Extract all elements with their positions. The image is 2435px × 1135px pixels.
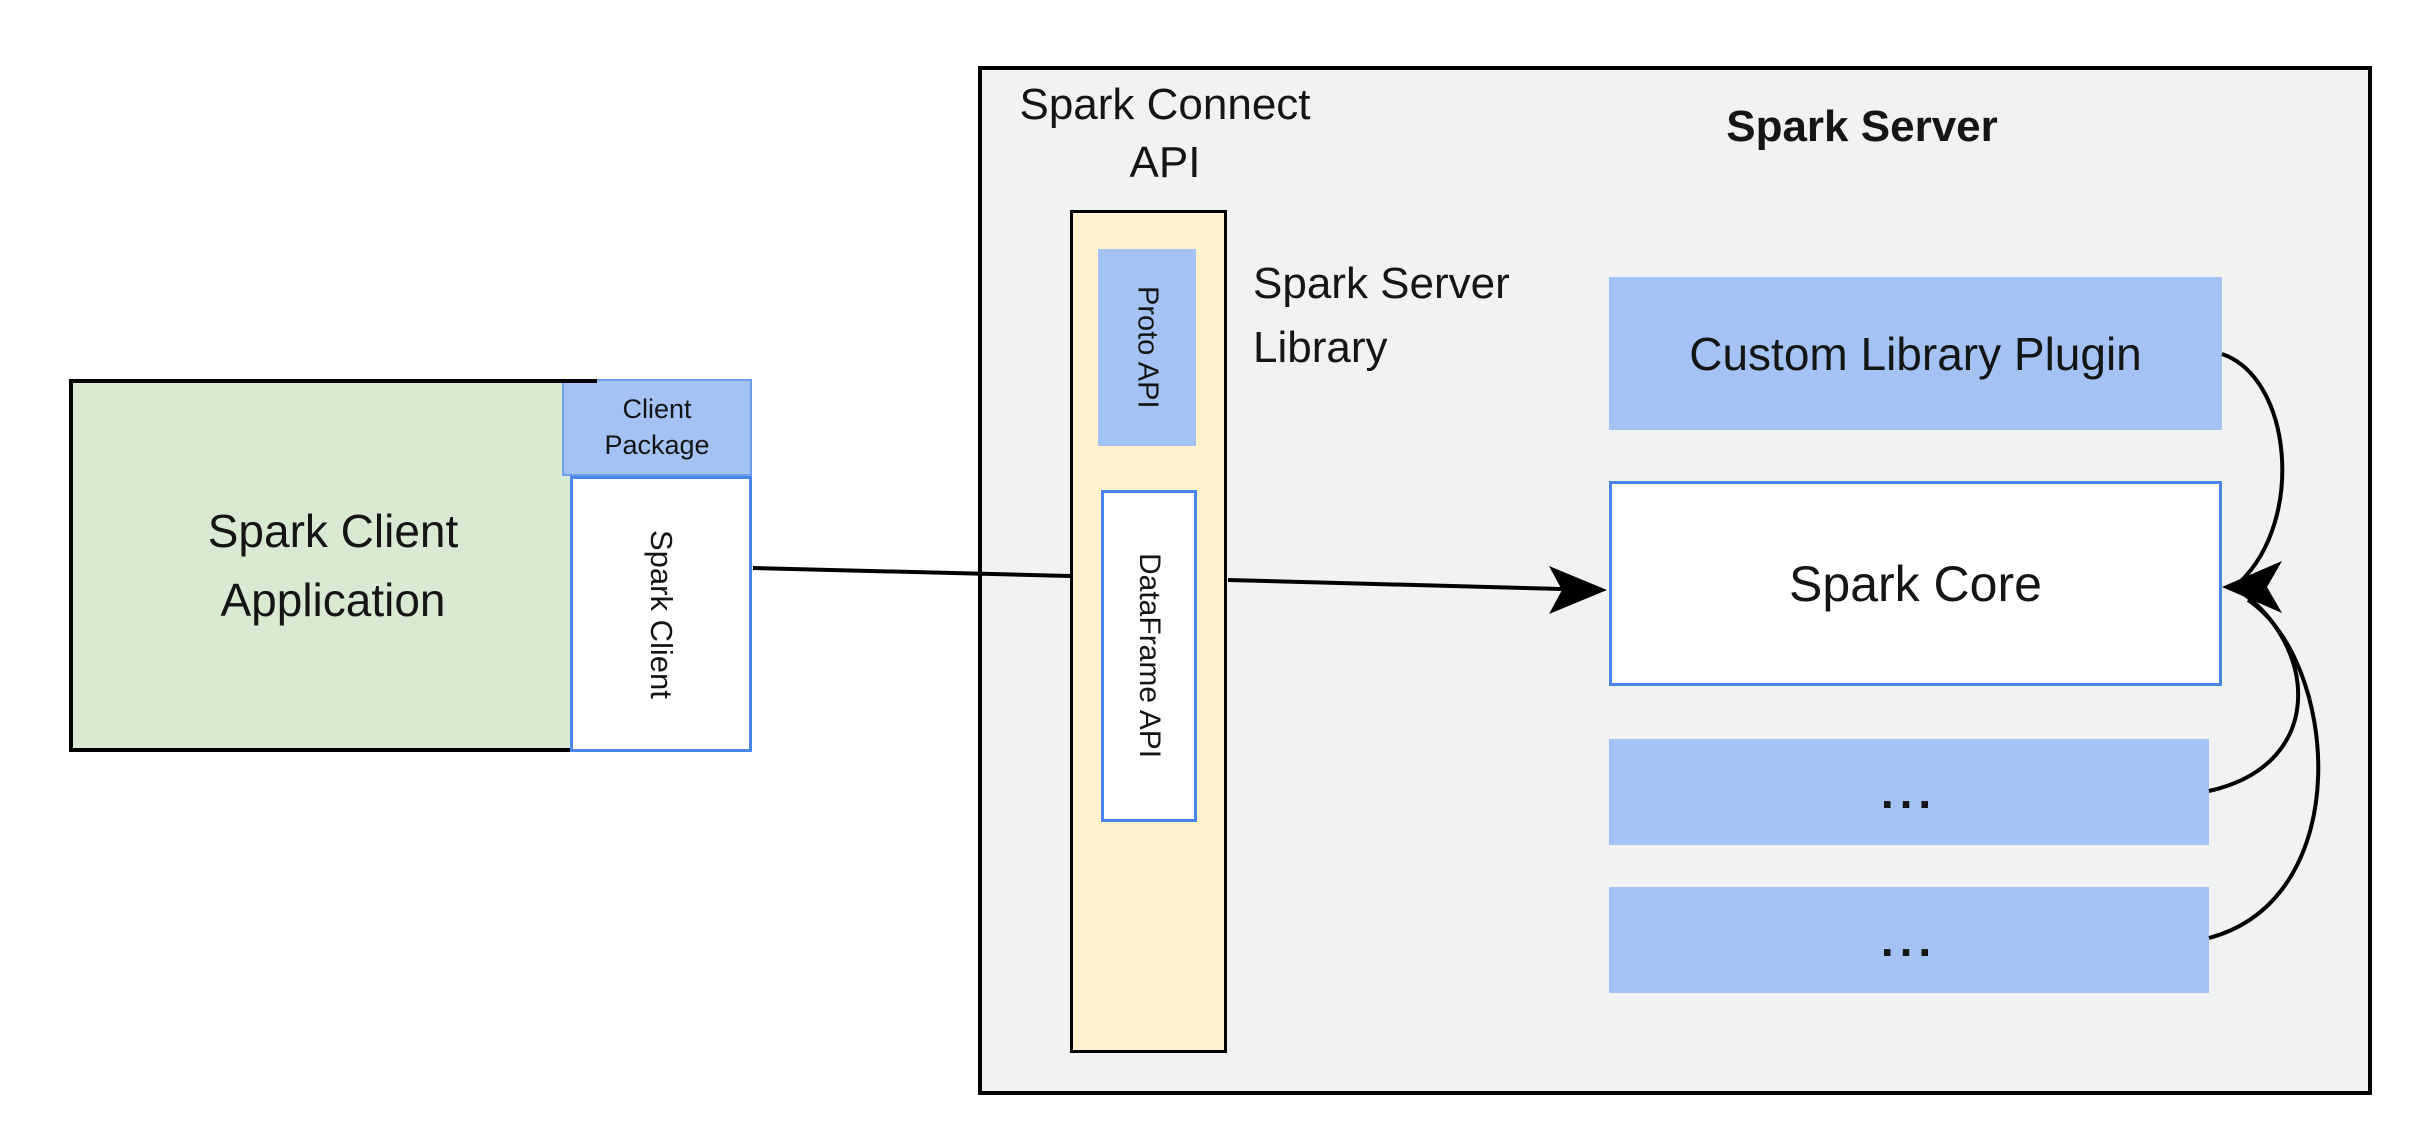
client-package-box: Client Package <box>562 379 752 476</box>
spark-client-label: Spark Client <box>644 529 679 699</box>
client-package-label: Client Package <box>604 392 709 464</box>
other-plugin-ellipsis-2: ... <box>1880 914 1938 966</box>
client-package-label-line2: Package <box>604 429 710 460</box>
custom-library-plugin-label: Custom Library Plugin <box>1689 327 2142 380</box>
spark-client-application-label: Spark Client Application <box>208 497 459 633</box>
spark-core-label: Spark Core <box>1789 555 2042 612</box>
spark-client-application-label-line1: Spark Client <box>207 505 459 558</box>
spark-core-box: Spark Core <box>1609 481 2222 686</box>
other-plugin-box-2: ... <box>1609 887 2209 993</box>
spark-connect-api-title-line2: API <box>1129 138 1201 188</box>
spark-server-library-label: Spark Server Library <box>1253 252 1593 380</box>
proto-api-box: Proto API <box>1098 249 1196 446</box>
spark-client-application-box: Spark Client Application <box>69 379 597 752</box>
other-plugin-ellipsis-1: ... <box>1880 766 1938 818</box>
dataframe-api-box: DataFrame API <box>1101 490 1197 822</box>
spark-connect-api-title-line1: Spark Connect <box>1019 80 1311 129</box>
spark-server-library-label-line2: Library <box>1253 322 1388 372</box>
client-package-label-line1: Client <box>622 393 692 424</box>
proto-api-label: Proto API <box>1131 286 1164 409</box>
spark-connect-api-title: Spark Connect API <box>990 76 1340 192</box>
dataframe-api-label: DataFrame API <box>1133 553 1166 759</box>
spark-client-application-label-line2: Application <box>220 573 446 626</box>
spark-client-box: Spark Client <box>570 476 752 752</box>
spark-server-title: Spark Server <box>1726 102 1998 151</box>
other-plugin-box-1: ... <box>1609 739 2209 845</box>
custom-library-plugin-box: Custom Library Plugin <box>1609 277 2222 430</box>
spark-server-library-label-line1: Spark Server <box>1253 259 1510 308</box>
